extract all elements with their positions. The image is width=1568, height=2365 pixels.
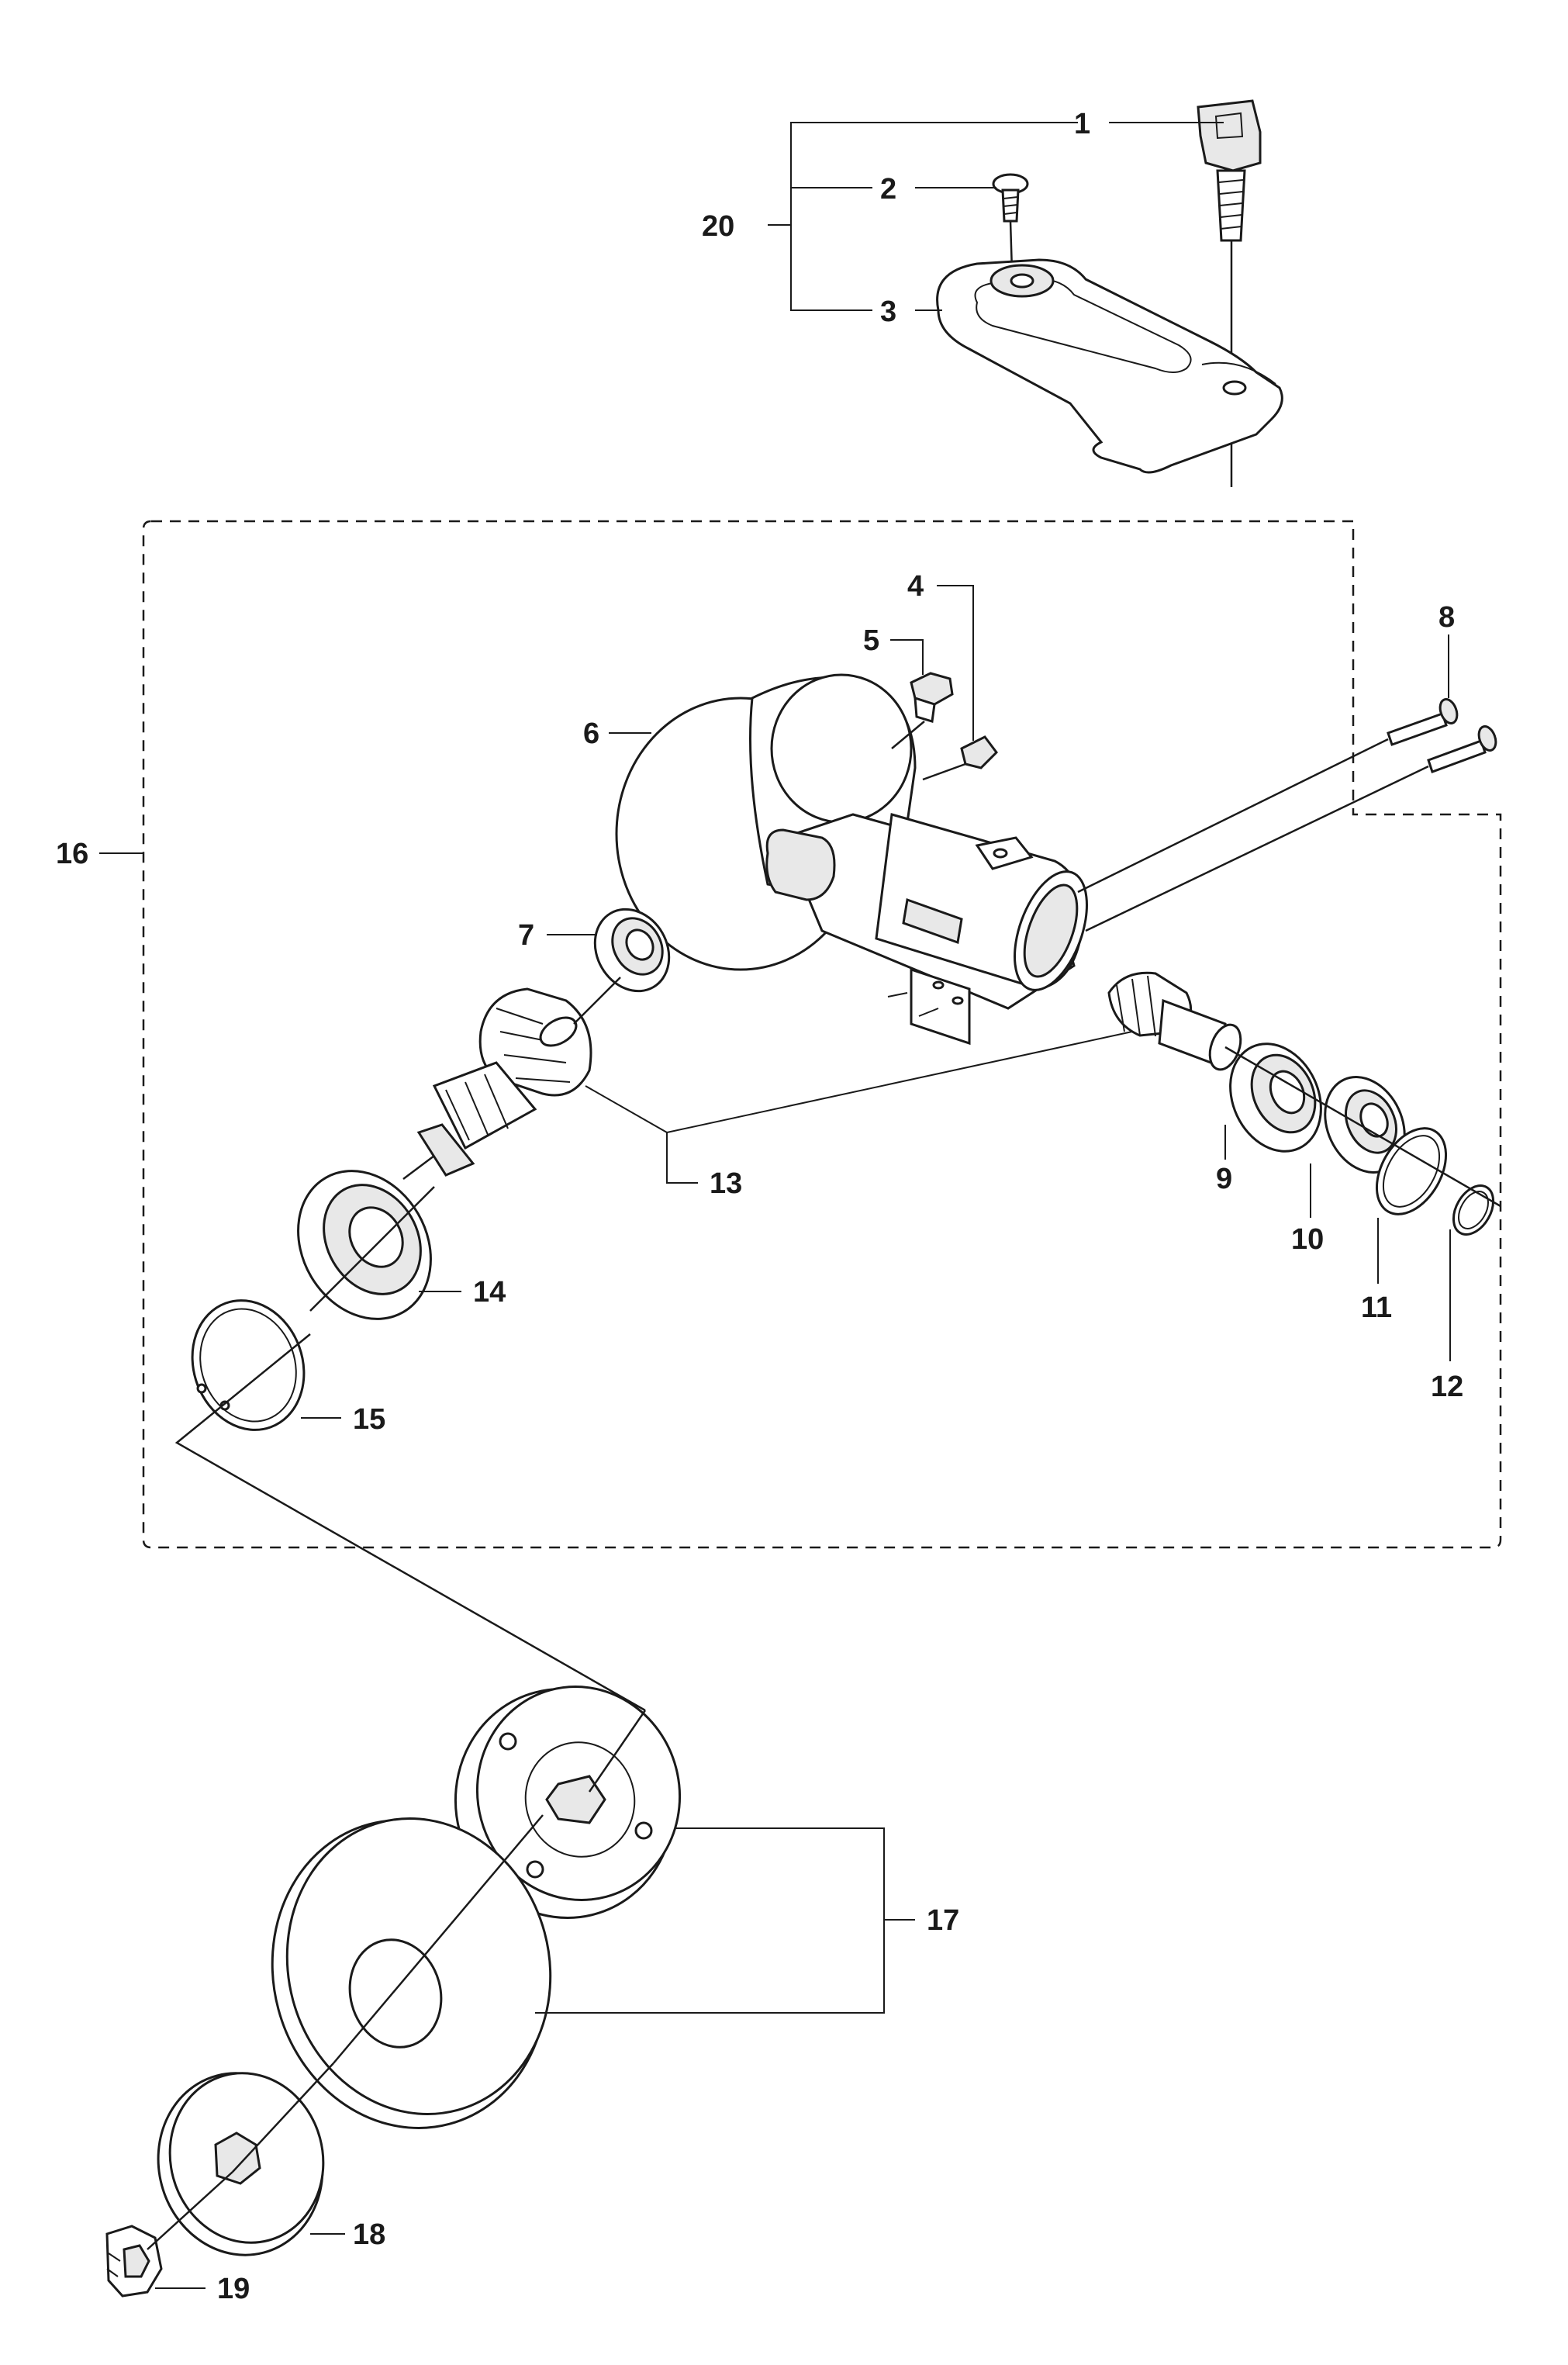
callout-7: 7 <box>518 919 534 952</box>
small-wedge-part <box>922 735 998 781</box>
callout-labels: 1 2 3 20 4 5 6 7 8 9 10 11 12 13 14 15 1… <box>56 108 1463 2305</box>
callout-15: 15 <box>353 1403 385 1436</box>
callout-16: 16 <box>56 838 88 870</box>
callout-6: 6 <box>583 717 599 750</box>
circlip-11 <box>1375 1127 1448 1215</box>
drive-flange <box>454 1686 682 1919</box>
callout-3: 3 <box>880 296 896 328</box>
leader-lines <box>99 122 1451 2289</box>
callout-13: 13 <box>710 1167 742 1200</box>
bearing-right-small <box>1324 1076 1406 1174</box>
callout-10: 10 <box>1291 1223 1324 1256</box>
clamp-housing <box>936 258 1283 474</box>
callout-1: 1 <box>1074 108 1090 140</box>
bearing-right-large <box>1229 1042 1322 1153</box>
handle-clamp-group <box>936 99 1283 487</box>
callout-2: 2 <box>880 173 896 206</box>
support-dish <box>271 1814 552 2129</box>
bearing-14 <box>297 1170 432 1320</box>
callout-17: 17 <box>927 1904 959 1937</box>
callout-8: 8 <box>1438 601 1455 634</box>
bearing-small <box>593 908 671 993</box>
fill-plug-screw <box>891 672 954 749</box>
callout-9: 9 <box>1216 1163 1232 1195</box>
callout-20: 20 <box>702 210 734 243</box>
lock-nut <box>105 2171 233 2298</box>
callout-14: 14 <box>473 1276 506 1309</box>
callout-12: 12 <box>1431 1371 1463 1403</box>
thrust-washer <box>157 2062 334 2256</box>
drive-disc-group <box>105 1686 682 2298</box>
callout-11: 11 <box>1361 1291 1392 1324</box>
housing-bolts <box>1077 698 1497 932</box>
gear-housing <box>615 673 1088 1046</box>
callout-5: 5 <box>863 624 879 657</box>
bevel-gear-set <box>402 971 1242 1180</box>
assembly-boundary-16 <box>142 520 1502 1549</box>
callout-19: 19 <box>217 2273 250 2305</box>
callout-4: 4 <box>907 570 924 603</box>
circlip-12 <box>1452 1184 1495 1236</box>
clamp-screw <box>992 173 1029 272</box>
circlip-15 <box>191 1299 306 1431</box>
callout-18: 18 <box>353 2218 385 2251</box>
